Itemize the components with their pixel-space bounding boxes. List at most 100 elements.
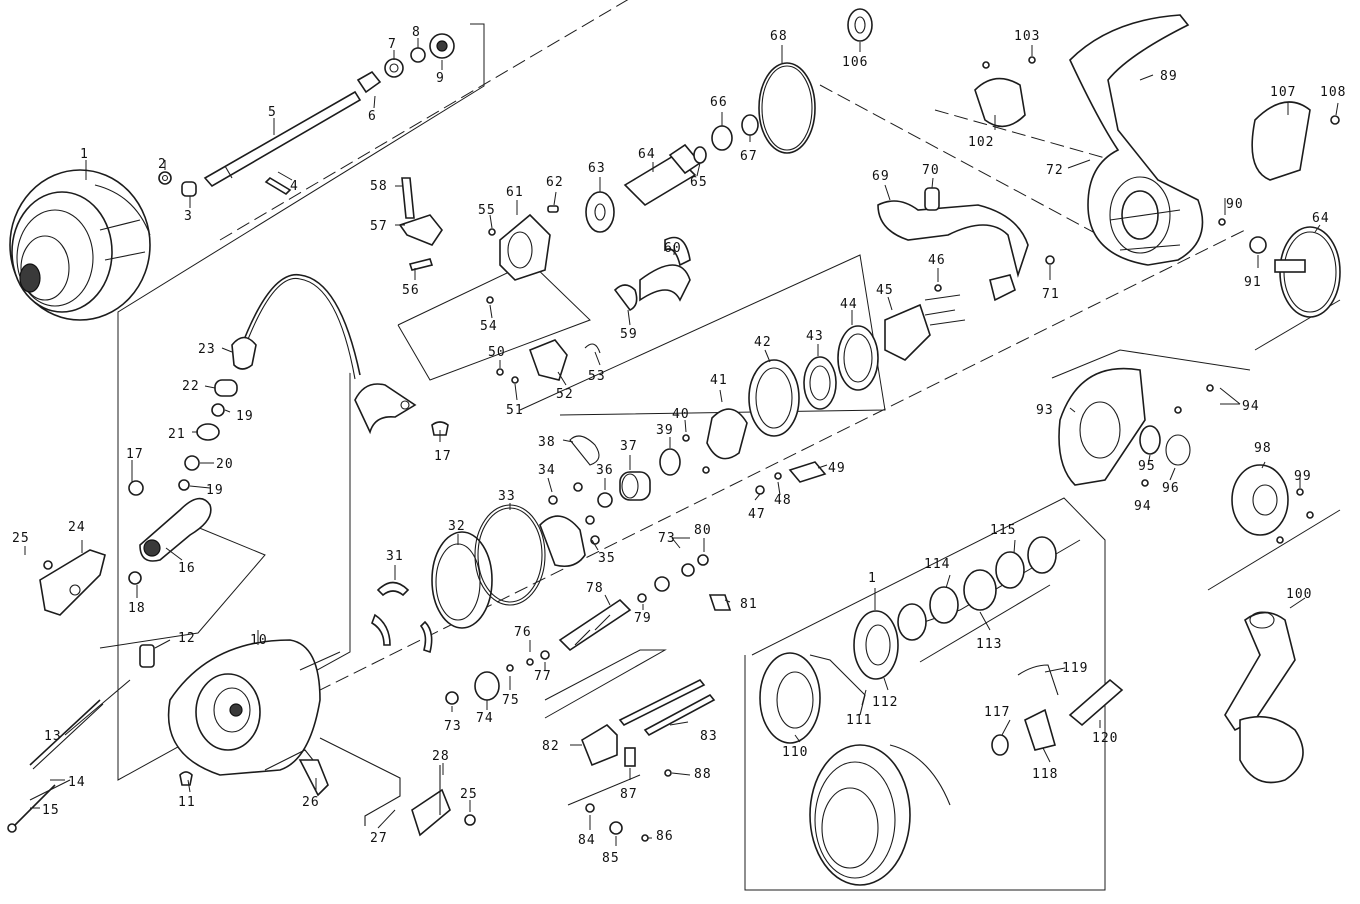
callout-n50: 50	[488, 345, 506, 360]
callout-n110: 110	[782, 745, 808, 760]
callout-n94b: 94	[1134, 499, 1152, 514]
callout-n74: 74	[476, 711, 494, 726]
group-outlines	[99, 23, 1341, 891]
rotor-nut-parts	[371, 581, 433, 654]
shaft-end-parts	[356, 33, 455, 94]
callout-n9: 9	[436, 71, 445, 86]
callout-n19a: 19	[236, 409, 254, 424]
callout-n4: 4	[290, 179, 299, 194]
handle-part	[1224, 611, 1304, 784]
callout-n38: 38	[538, 435, 556, 450]
body-cover-parts	[847, 8, 1340, 181]
callout-n51: 51	[506, 403, 524, 418]
callout-n94a: 94	[1242, 399, 1260, 414]
callout-n64a: 64	[638, 147, 656, 162]
callout-n68: 68	[770, 29, 788, 44]
callout-n40: 40	[672, 407, 690, 422]
callout-n15: 15	[42, 803, 60, 818]
callout-n22: 22	[182, 379, 200, 394]
callout-n53: 53	[588, 369, 606, 384]
callout-n119: 119	[1062, 661, 1088, 676]
callout-n60: 60	[664, 241, 682, 256]
callout-n96: 96	[1162, 481, 1180, 496]
callout-n114: 114	[924, 557, 950, 572]
side-cover-parts	[1058, 367, 1314, 544]
callout-n99: 99	[1294, 469, 1312, 484]
callout-n52: 52	[556, 387, 574, 402]
callout-n37: 37	[620, 439, 638, 454]
callout-n87: 87	[620, 787, 638, 802]
callout-n115: 115	[990, 523, 1016, 538]
callout-n71: 71	[1042, 287, 1060, 302]
callout-n64b: 64	[1312, 211, 1330, 226]
callout-n112: 112	[872, 695, 898, 710]
callout-n34: 34	[538, 463, 556, 478]
callout-n79: 79	[634, 611, 652, 626]
callout-n95: 95	[1138, 459, 1156, 474]
callout-n39: 39	[656, 423, 674, 438]
callout-n73b: 73	[444, 719, 462, 734]
main-shaft-part	[203, 90, 362, 196]
callout-n107: 107	[1270, 85, 1296, 100]
callout-n27: 27	[370, 831, 388, 846]
callout-n67: 67	[740, 149, 758, 164]
callout-n100: 100	[1286, 587, 1312, 602]
centerlines	[219, 0, 1246, 701]
callout-n57: 57	[370, 219, 388, 234]
callout-n90: 90	[1226, 197, 1244, 212]
callout-n13: 13	[44, 729, 62, 744]
callout-n65: 65	[690, 175, 708, 190]
oscillation-parts	[445, 554, 732, 705]
callout-n69: 69	[872, 169, 890, 184]
callout-n26: 26	[302, 795, 320, 810]
callout-n46: 46	[928, 253, 946, 268]
callout-n72: 72	[1046, 163, 1064, 178]
callout-n82: 82	[542, 739, 560, 754]
callout-n106: 106	[842, 55, 868, 70]
anti-reverse-parts	[496, 339, 601, 384]
callout-n117: 117	[984, 705, 1010, 720]
callout-n49: 49	[828, 461, 846, 476]
handle-cover-parts	[877, 187, 1055, 302]
callout-n61: 61	[506, 185, 524, 200]
washer-parts	[158, 171, 197, 197]
callout-n77: 77	[534, 669, 552, 684]
callout-n20: 20	[216, 457, 234, 472]
callout-n43: 43	[806, 329, 824, 344]
callout-n54: 54	[480, 319, 498, 334]
callout-n32: 32	[448, 519, 466, 534]
one-way-clutch-parts	[748, 284, 966, 437]
callout-n59: 59	[620, 327, 638, 342]
callout-n8: 8	[412, 25, 421, 40]
callout-n91: 91	[1244, 275, 1262, 290]
callout-n86: 86	[656, 829, 674, 844]
callout-n24: 24	[68, 520, 86, 535]
callout-n118: 118	[1032, 767, 1058, 782]
callout-n98: 98	[1254, 441, 1272, 456]
callout-n45: 45	[876, 283, 894, 298]
callout-n5: 5	[268, 105, 277, 120]
callout-n17a: 17	[126, 447, 144, 462]
lower-rotor-parts	[43, 560, 476, 837]
callout-n28: 28	[432, 749, 450, 764]
callout-n76: 76	[514, 625, 532, 640]
callout-n41: 41	[710, 373, 728, 388]
cover-part-24	[39, 549, 106, 616]
body-front-parts	[398, 177, 691, 312]
callout-n25a: 25	[12, 531, 30, 546]
callout-n3: 3	[184, 209, 193, 224]
callout-n66: 66	[710, 95, 728, 110]
callout-n18: 18	[128, 601, 146, 616]
callout-n102: 102	[968, 135, 994, 150]
callout-n17b: 17	[434, 449, 452, 464]
callout-n11: 11	[178, 795, 196, 810]
callout-n62: 62	[546, 175, 564, 190]
callout-n33: 33	[498, 489, 516, 504]
reel-body-part	[1069, 14, 1204, 266]
callout-n84: 84	[578, 833, 596, 848]
callout-n35: 35	[598, 551, 616, 566]
callout-n7: 7	[388, 37, 397, 52]
callout-n63: 63	[588, 161, 606, 176]
callout-n111: 111	[846, 713, 872, 728]
